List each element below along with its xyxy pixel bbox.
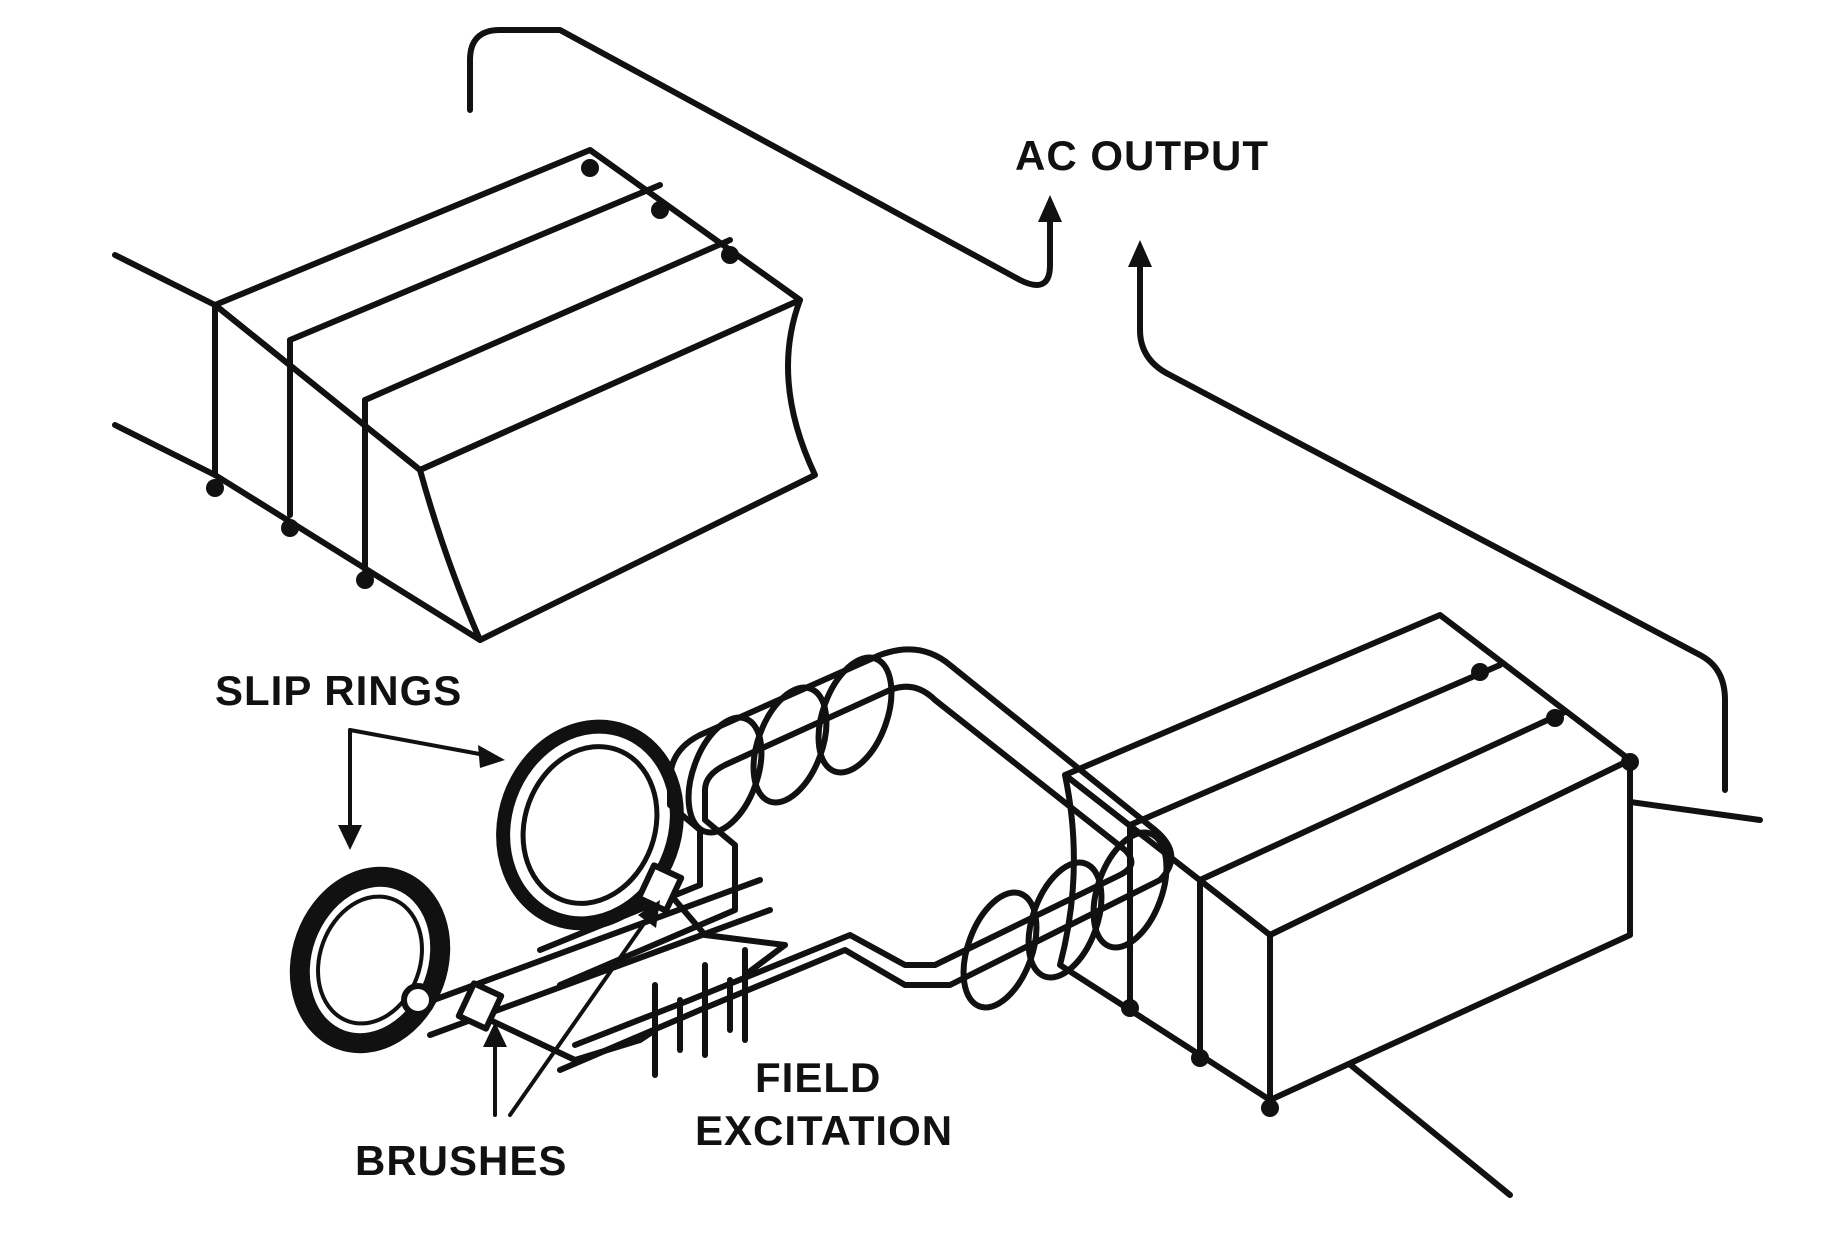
rotor-loop xyxy=(537,646,1175,1073)
winding-knot xyxy=(1261,1099,1279,1117)
brush-rear xyxy=(635,862,685,914)
slip-rings-leader-2 xyxy=(348,728,487,757)
output-lead-left xyxy=(467,27,1053,288)
winding-knot xyxy=(1121,999,1139,1017)
left-core-top-line xyxy=(112,252,218,308)
slip-ring-front xyxy=(289,866,451,1054)
winding-knot xyxy=(1191,1049,1209,1067)
brush-wire-rear xyxy=(672,897,788,948)
brushes-leader-2 xyxy=(508,913,652,1117)
shaft-end xyxy=(401,983,435,1017)
arrow-up-icon xyxy=(1038,195,1062,222)
battery-lead xyxy=(742,942,788,978)
winding-knot xyxy=(581,159,599,177)
slip-ring-rear-inner xyxy=(520,744,660,906)
arrow-up-icon xyxy=(483,1022,507,1047)
winding-knot xyxy=(1546,709,1564,727)
output-leads xyxy=(467,27,1728,793)
callouts xyxy=(338,728,660,1117)
right-pole-front-face xyxy=(1267,757,1633,1103)
arrow-right-icon xyxy=(478,745,505,768)
label-field: FIELD xyxy=(755,1054,881,1101)
left-pole-shoe xyxy=(417,297,818,643)
left-pole xyxy=(112,147,818,643)
winding-knot xyxy=(651,201,669,219)
right-winding-2 xyxy=(1197,709,1568,883)
winding-knot xyxy=(206,479,224,497)
label-slip-rings: SLIP RINGS xyxy=(215,667,462,714)
winding-knot xyxy=(1621,753,1639,771)
rotor-conductor-inner xyxy=(557,683,1135,1048)
winding-knot xyxy=(281,519,299,537)
winding-knot xyxy=(721,246,739,264)
rotor-coil-loop xyxy=(1090,829,1170,951)
rotor-coil-loop xyxy=(815,654,895,776)
arrow-up-icon xyxy=(638,900,660,928)
field-excitation-circuit xyxy=(455,862,788,1078)
brush-wire-front xyxy=(487,1017,643,1063)
label-excitation: EXCITATION xyxy=(695,1107,953,1154)
arrow-up-icon xyxy=(1128,240,1152,267)
label-ac-output: AC OUTPUT xyxy=(1015,132,1269,179)
winding-knot xyxy=(1471,663,1489,681)
left-winding-2 xyxy=(362,237,733,403)
right-pole xyxy=(1057,612,1763,1198)
arrow-down-icon xyxy=(338,825,362,850)
slip-ring-front-inner xyxy=(316,894,424,1026)
right-winding-1 xyxy=(1127,662,1503,828)
slip-ring-rear xyxy=(496,719,684,931)
output-lead-right xyxy=(1137,252,1728,793)
left-winding-1 xyxy=(287,182,663,343)
winding-knot xyxy=(356,571,374,589)
left-core-bottom-line xyxy=(112,422,218,478)
label-brushes: BRUSHES xyxy=(355,1137,567,1184)
